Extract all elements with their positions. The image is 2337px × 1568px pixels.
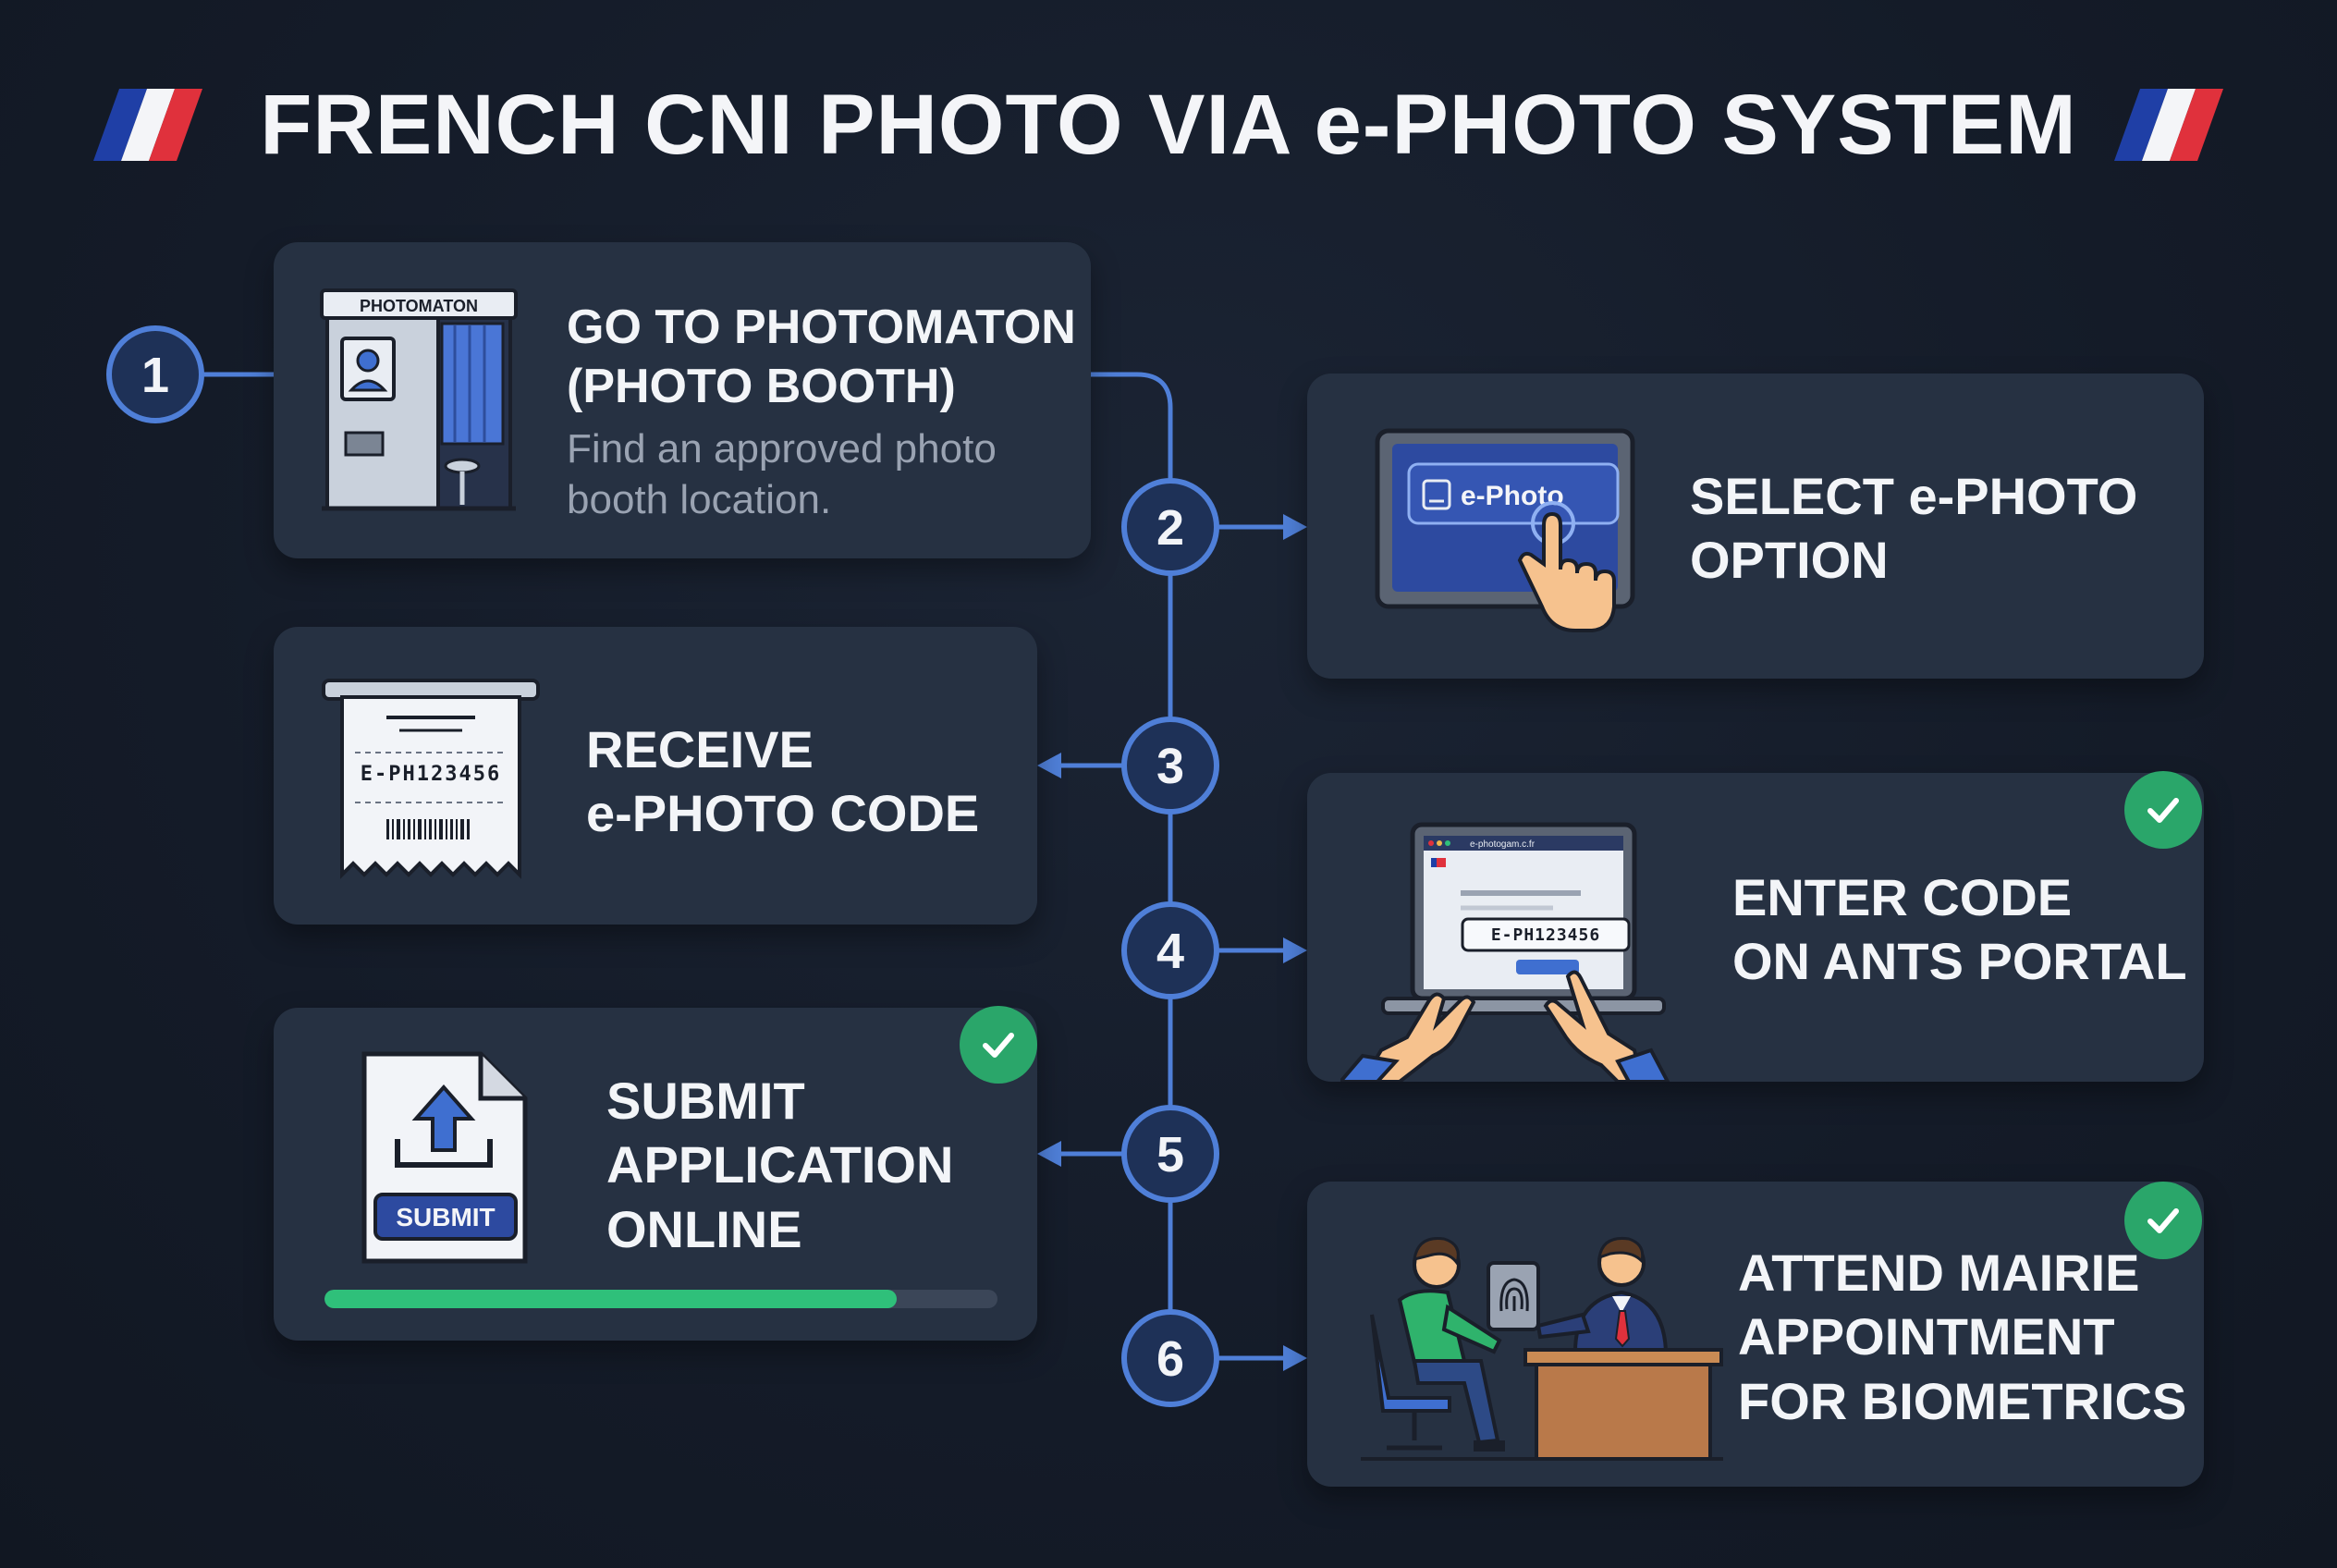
submit-button-label: SUBMIT [396,1203,495,1231]
step-6-title: ATTEND MAIRIE APPOINTMENT FOR BIOMETRICS [1738,1243,2187,1430]
step-card-2: e-Photo SELECT e-PHOTO OPTION [1307,374,2204,679]
portal-code: E-PH123456 [1491,925,1600,945]
upload-document-icon: SUBMIT [361,1051,528,1264]
submit-progress-bar [324,1290,997,1308]
step-5-number: 5 [1156,1127,1184,1182]
step-3-arrow [1037,753,1122,778]
step-card-5: SUBMIT SUBMIT APPLICATION ONLINE [274,1006,1037,1341]
step-6-arrow [1218,1345,1307,1371]
step-4-badge: 4 [1121,901,1219,999]
step-6-badge: 6 [1121,1309,1219,1407]
photo-booth-icon: PHOTOMATON [320,288,518,511]
title-row: FRENCH CNI PHOTO VIA e-PHOTO SYSTEM [0,65,2337,185]
step-3-number: 3 [1156,739,1184,794]
step-4-complete-check-icon [2124,771,2202,849]
step-5-arrow [1037,1141,1122,1167]
submit-progress-fill [324,1290,897,1308]
e-photo-button-label: e-Photo [1461,481,1564,511]
booth-sign-label: PHOTOMATON [360,297,478,315]
step-2-title: SELECT e-PHOTO OPTION [1690,467,2138,590]
step-4-title: ENTER CODE ON ANTS PORTAL [1732,868,2187,991]
step-3-badge: 3 [1121,717,1219,815]
step-6-complete-check-icon [2124,1182,2202,1259]
step-5-complete-check-icon [960,1006,1037,1084]
step-1-badge: 1 [106,325,204,423]
step-1-description: Find an approved photo booth location. [567,426,997,523]
step-1-number: 1 [141,348,169,403]
french-flag-icon [93,89,203,161]
step-2-arrow [1218,514,1307,540]
receipt-code: E-PH123456 [361,763,501,786]
step-2-badge: 2 [1121,478,1219,576]
card-1-to-spine-connector [1091,372,1173,1358]
step-card-3: E-PH123456 RECEIVE e-PHOTO CODE [274,627,1037,925]
page-title: FRENCH CNI PHOTO VIA e-PHOTO SYSTEM [260,77,2077,172]
step-3-title: RECEIVE e-PHOTO CODE [586,720,980,843]
step-6-number: 6 [1156,1331,1184,1387]
step-card-6: ATTEND MAIRIE APPOINTMENT FOR BIOMETRICS [1307,1182,2204,1487]
appointment-icon [1361,1236,1723,1461]
step-4-number: 4 [1156,924,1184,979]
step-5-badge: 5 [1121,1105,1219,1203]
step-2-number: 2 [1156,500,1184,556]
step-1-title: GO TO PHOTOMATON (PHOTO BOOTH) [567,300,1076,414]
receipt-icon: E-PH123456 [322,679,540,879]
portal-url: e-photogam.c.fr [1470,839,1536,850]
step-4-arrow [1218,937,1307,963]
step-card-4: e-photogam.c.fr E-PH123456 ENTER CODE ON… [1307,771,2204,1082]
french-flag-icon [2113,89,2223,161]
touchscreen-icon: e-Photo [1375,428,1635,632]
step-card-1: PHOTOMATON GO TO PHOTOMATON (PHOTO BOOTH… [274,242,1091,558]
laptop-icon: e-photogam.c.fr E-PH123456 [1340,822,1670,1082]
step-5-title: SUBMIT APPLICATION ONLINE [606,1072,954,1258]
